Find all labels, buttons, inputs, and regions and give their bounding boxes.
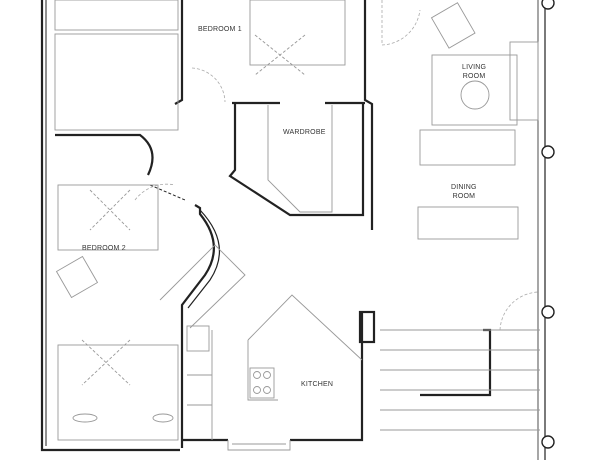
- label-living-room: LIVING ROOM: [462, 63, 486, 81]
- dining-table: [417, 206, 519, 240]
- label-dining-room-line1: DINING: [451, 184, 477, 191]
- stair-wall: [420, 328, 492, 397]
- side-sofa: [509, 41, 539, 121]
- stair-column: [358, 310, 376, 344]
- kitchen-island: [247, 294, 363, 401]
- door-swings: [134, 0, 539, 331]
- bed-3: [57, 344, 179, 441]
- bedroom1-left-wall: [174, 0, 184, 105]
- bedroom2-top-wall: [55, 133, 154, 176]
- label-wardrobe: WARDROBE: [283, 129, 326, 136]
- label-bedroom-2: BEDROOM 2: [82, 245, 126, 252]
- chair-1: [430, 2, 476, 49]
- furniture: [54, 0, 540, 451]
- cooktop: [249, 367, 275, 399]
- closet-2: [54, 33, 179, 131]
- stairs: [380, 329, 540, 431]
- rug: [431, 54, 518, 126]
- label-bedroom-1: BEDROOM 1: [198, 26, 242, 33]
- label-living-room-line2: ROOM: [462, 73, 486, 80]
- label-kitchen: KITCHEN: [301, 381, 334, 388]
- label-living-room-line1: LIVING: [462, 64, 487, 71]
- counter: [159, 244, 246, 329]
- wardrobe-walls: [228, 101, 365, 217]
- outer-wall-left: [40, 0, 180, 452]
- label-dining-room: DINING ROOM: [451, 183, 477, 201]
- bed-2: [57, 184, 159, 251]
- coffee-table: [460, 80, 490, 110]
- bed-1: [249, 0, 346, 66]
- columns: [541, 0, 555, 449]
- closet-1: [54, 0, 179, 31]
- sofa: [419, 129, 516, 166]
- bedroom1-right-wall: [363, 0, 374, 230]
- wardrobe-shelf: [267, 105, 333, 213]
- label-dining-room-line2: ROOM: [452, 193, 476, 200]
- kitchen-walls: [182, 312, 364, 442]
- walls: [40, 0, 546, 460]
- chair-2: [55, 255, 99, 299]
- kitchen-curved-wall: [180, 204, 215, 448]
- sink: [186, 325, 210, 352]
